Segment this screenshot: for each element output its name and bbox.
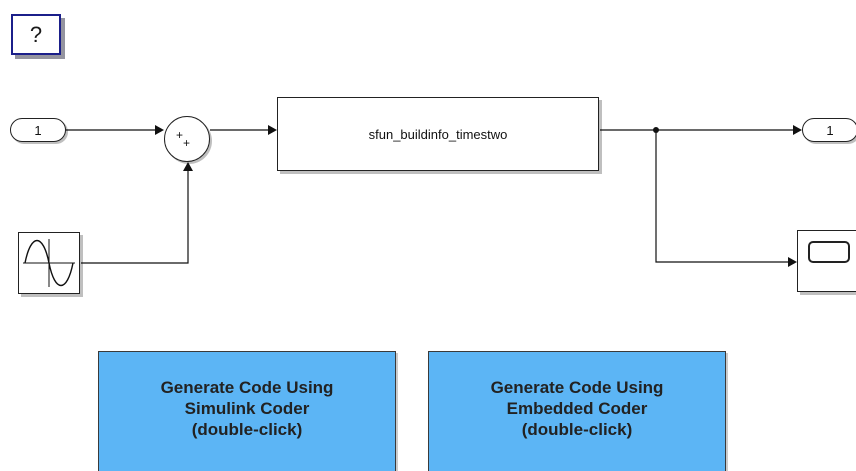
outport-block[interactable]: 1: [802, 118, 856, 142]
button-line-2: Simulink Coder: [184, 399, 310, 418]
generate-simulink-coder-button[interactable]: Generate Code Using Simulink Coder (doub…: [98, 351, 396, 471]
arrowhead-sum-input: [155, 125, 164, 135]
sum-block[interactable]: + +: [164, 116, 210, 162]
inport-block[interactable]: 1: [10, 118, 66, 142]
scope-block[interactable]: [797, 230, 856, 292]
help-block[interactable]: ?: [11, 14, 61, 55]
inport-label: 1: [34, 122, 42, 138]
sine-wave-icon: [23, 239, 75, 287]
sum-sign-bottom: +: [183, 136, 191, 150]
button-line-3: (double-click): [521, 420, 633, 439]
help-label: ?: [29, 21, 43, 47]
button-line-1: Generate Code Using: [490, 378, 664, 397]
arrowhead-sum-bottom: [183, 162, 193, 171]
button-line-2: Embedded Coder: [506, 399, 648, 418]
wire-sine-to-sum: [81, 171, 189, 264]
button-line-3: (double-click): [191, 420, 303, 439]
outport-label: 1: [826, 122, 834, 138]
arrowhead-sfun-input: [268, 125, 277, 135]
sfunction-label: sfun_buildinfo_timestwo: [368, 126, 508, 142]
arrowhead-outport: [793, 125, 802, 135]
sum-sign-top: +: [176, 128, 184, 142]
generate-embedded-coder-button[interactable]: Generate Code Using Embedded Coder (doub…: [428, 351, 726, 471]
wire-branch-to-scope: [655, 130, 790, 263]
button-line-1: Generate Code Using: [160, 378, 334, 397]
arrowhead-scope: [788, 257, 797, 267]
scope-screen-icon: [808, 241, 850, 263]
sfunction-block[interactable]: sfun_buildinfo_timestwo: [277, 97, 599, 171]
sine-wave-block[interactable]: [18, 232, 80, 294]
